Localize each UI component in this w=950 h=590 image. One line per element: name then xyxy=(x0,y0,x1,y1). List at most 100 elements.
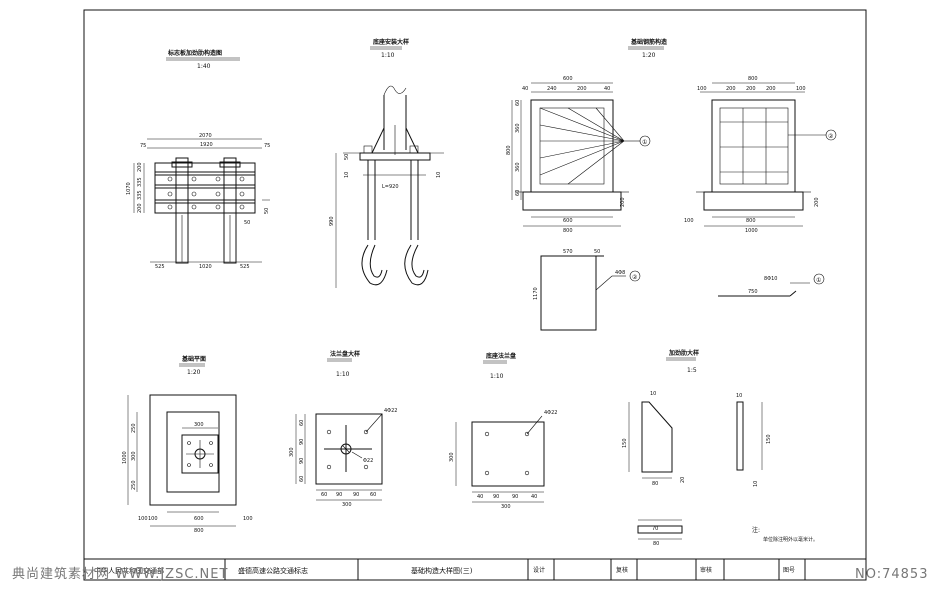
svg-text:150: 150 xyxy=(766,434,772,444)
svg-text:50: 50 xyxy=(344,154,350,160)
svg-text:60: 60 xyxy=(299,420,305,426)
svg-text:300: 300 xyxy=(131,451,137,461)
svg-text:1000: 1000 xyxy=(745,228,758,234)
view-post-base: 底座安装大样 1:10 L=920 990 50 10 10 xyxy=(329,38,444,288)
svg-text:100: 100 xyxy=(684,218,694,224)
approve-label: 审核 xyxy=(700,566,712,574)
svg-text:60: 60 xyxy=(515,190,521,196)
svg-text:60: 60 xyxy=(370,492,376,498)
svg-text:300: 300 xyxy=(289,447,295,457)
svg-text:300: 300 xyxy=(194,422,204,428)
title-block: 中华人民共和国交通部 盛德高速公路交通标志 基础构造大样图(三) 设计 复核 审… xyxy=(83,558,867,581)
svg-text:800: 800 xyxy=(748,76,758,82)
svg-text:60: 60 xyxy=(299,476,305,482)
svg-text:1170: 1170 xyxy=(533,287,539,300)
svg-text:100: 100 xyxy=(148,516,158,522)
post-base-scale: 1:10 xyxy=(381,52,395,59)
view-sign-frame: 标志板加劲肋构造图 1:40 2070 1920 75 75 xyxy=(126,49,270,270)
view-foundation: 基础钢筋构造 1:20 600 40 240 200 40 ① 60 360 8… xyxy=(506,38,667,234)
view-base-plate: 底座法兰盘 1:10 4Φ22 300 40 90 90 40 300 xyxy=(449,352,557,510)
svg-text:4Φ22: 4Φ22 xyxy=(544,410,557,416)
svg-text:250: 250 xyxy=(131,480,137,490)
sheet-no-label: 图号 xyxy=(783,567,795,574)
svg-text:②: ② xyxy=(632,274,638,281)
svg-text:600: 600 xyxy=(563,76,573,82)
svg-text:10: 10 xyxy=(753,481,759,487)
svg-text:70: 70 xyxy=(652,526,658,532)
svg-text:150: 150 xyxy=(622,438,628,448)
svg-text:100: 100 xyxy=(796,86,806,92)
svg-text:800: 800 xyxy=(506,145,512,155)
view-foundation-plan: 基础平面 1:20 300 1000 250 300 250 600 100 1… xyxy=(122,355,253,534)
svg-text:90: 90 xyxy=(353,492,359,498)
foundation-title: 基础钢筋构造 xyxy=(630,38,667,46)
svg-text:50: 50 xyxy=(244,220,250,226)
flange-plate-scale: 1:10 xyxy=(336,371,350,378)
svg-text:300: 300 xyxy=(501,504,511,510)
foundation-plan-scale: 1:20 xyxy=(187,369,201,376)
svg-text:1920: 1920 xyxy=(200,142,213,148)
svg-text:335: 335 xyxy=(137,190,143,200)
svg-text:200: 200 xyxy=(577,86,587,92)
svg-text:40: 40 xyxy=(531,494,537,500)
stiffener-title: 加劲肋大样 xyxy=(668,349,699,357)
svg-text:80: 80 xyxy=(652,481,658,487)
svg-text:800: 800 xyxy=(563,228,573,234)
svg-text:800: 800 xyxy=(194,528,204,534)
svg-text:100: 100 xyxy=(697,86,707,92)
view-flange-plate: 法兰盘大样 1:10 4Φ22 Φ22 300 60 90 90 60 60 9… xyxy=(289,350,397,508)
svg-text:75: 75 xyxy=(140,143,146,149)
svg-text:50: 50 xyxy=(264,208,270,214)
view-foundation-side: 800 100 200 200 200 100 ② 200 800 100 10… xyxy=(684,76,837,234)
svg-text:200: 200 xyxy=(814,197,820,207)
svg-text:60: 60 xyxy=(321,492,327,498)
svg-text:200: 200 xyxy=(137,203,143,213)
svg-text:4Φ22: 4Φ22 xyxy=(384,408,397,414)
svg-text:90: 90 xyxy=(493,494,499,500)
stiffener-scale: 1:5 xyxy=(687,367,697,374)
svg-text:2070: 2070 xyxy=(199,133,212,139)
review-label: 复核 xyxy=(616,566,628,574)
svg-text:250: 250 xyxy=(131,423,137,433)
svg-text:1070: 1070 xyxy=(126,182,132,195)
view-stiffener: 加劲肋大样 1:5 10 150 80 20 150 10 10 70 80 注… xyxy=(622,349,818,547)
svg-text:75: 75 xyxy=(264,143,270,149)
view-rebar-2: 570 50 1170 4Φ8 ② xyxy=(533,249,641,331)
watermark-right: NO:74853 xyxy=(855,567,928,582)
view-rebar-1: 750 8Φ10 ① xyxy=(718,273,825,297)
svg-text:50: 50 xyxy=(594,249,600,255)
flange-plate-title: 法兰盘大样 xyxy=(330,350,360,358)
sheet-title: 基础构造大样图(三) xyxy=(411,566,473,575)
svg-text:90: 90 xyxy=(512,494,518,500)
sheet-border xyxy=(83,9,867,581)
sign-frame-title: 标志板加劲肋构造图 xyxy=(167,49,222,57)
svg-text:600: 600 xyxy=(194,516,204,522)
svg-text:②: ② xyxy=(828,133,834,140)
svg-text:750: 750 xyxy=(748,289,758,295)
svg-text:300: 300 xyxy=(342,502,352,508)
svg-text:8Φ10: 8Φ10 xyxy=(764,276,777,282)
svg-text:200: 200 xyxy=(746,86,756,92)
svg-text:200: 200 xyxy=(620,197,626,207)
svg-text:40: 40 xyxy=(477,494,483,500)
svg-text:40: 40 xyxy=(604,86,610,92)
svg-text:600: 600 xyxy=(563,218,573,224)
svg-text:60: 60 xyxy=(515,100,521,106)
svg-text:240: 240 xyxy=(547,86,557,92)
svg-text:100: 100 xyxy=(138,516,148,522)
svg-text:200: 200 xyxy=(137,162,143,172)
svg-text:20: 20 xyxy=(680,477,686,483)
svg-text:90: 90 xyxy=(336,492,342,498)
svg-text:1020: 1020 xyxy=(199,264,212,270)
sign-frame-scale: 1:40 xyxy=(197,63,211,70)
org-name: 中华人民共和国交通部 xyxy=(94,566,164,575)
foundation-scale: 1:20 xyxy=(642,52,656,59)
svg-text:90: 90 xyxy=(299,458,305,464)
stiffener-note-label: 注: xyxy=(752,526,760,534)
svg-text:525: 525 xyxy=(240,264,250,270)
svg-text:10: 10 xyxy=(344,172,350,178)
svg-text:10: 10 xyxy=(736,393,742,399)
foundation-plan-title: 基础平面 xyxy=(181,355,206,363)
svg-text:80: 80 xyxy=(653,541,659,547)
